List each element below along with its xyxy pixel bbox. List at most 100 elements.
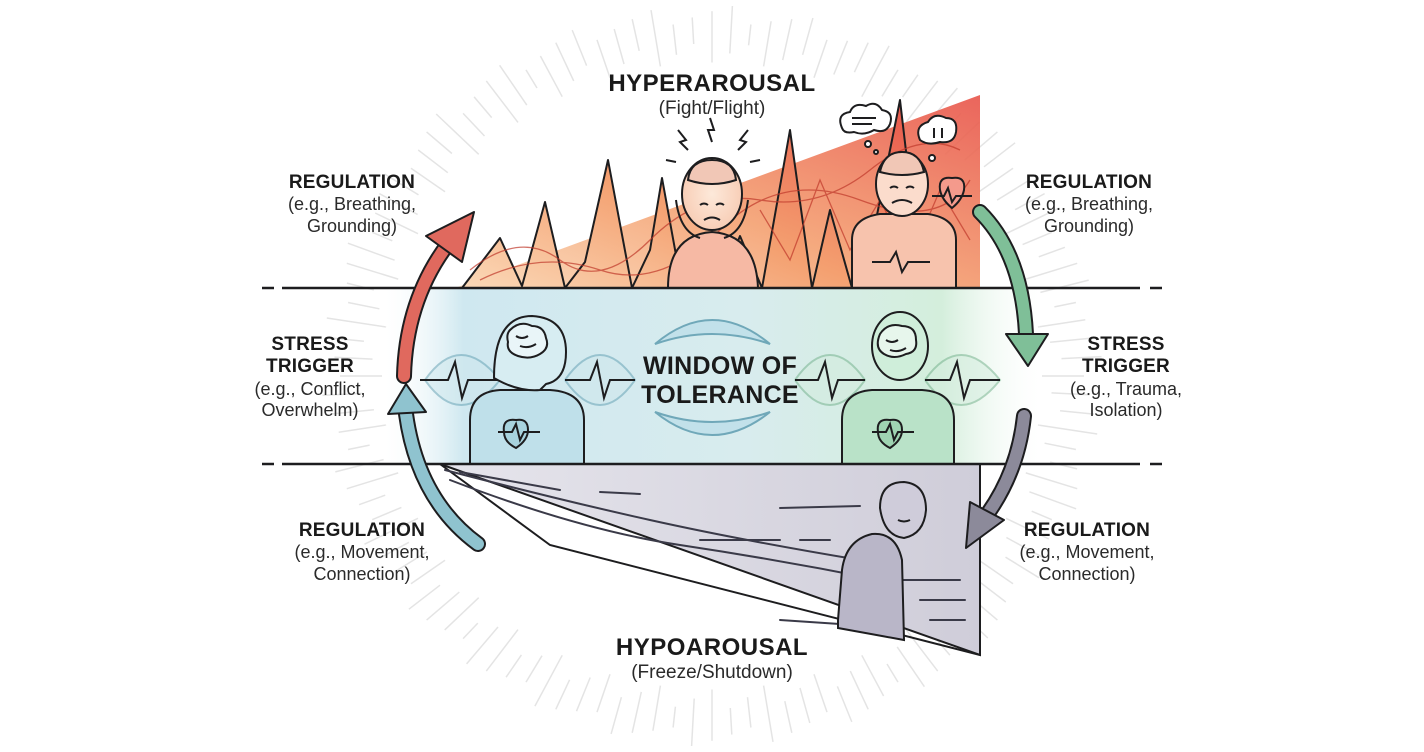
background-ray [672,24,678,55]
background-ray [1031,510,1053,521]
background-ray [334,356,373,360]
right-regulation-top-title: REGULATION [1025,172,1153,193]
left-regulation-top-label: REGULATION (e.g., Breathing, Grounding) [252,172,452,237]
right-regulation-bottom-line1: (e.g., Movement, [1019,542,1155,563]
right-regulation-bottom-title: REGULATION [1023,520,1151,541]
background-ray [762,685,774,743]
right-regulation-bottom-line2: Connection) [1038,563,1136,584]
background-ray [408,584,441,610]
left-regulation-bottom-label: REGULATION (e.g., Movement, Connection) [262,520,462,585]
background-ray [371,231,393,242]
background-ray [729,5,734,54]
right-regulation-top-line1: (e.g., Breathing, [1024,194,1154,215]
background-ray [1005,517,1050,540]
background-ray [1005,207,1060,235]
background-ray [996,179,1030,201]
background-ray [672,706,677,728]
background-ray [379,541,410,560]
left-regulation-bottom-line2: Connection) [313,563,411,584]
background-ray [498,64,528,106]
background-ray [410,559,446,585]
background-ray [534,654,563,707]
background-ray [747,24,752,46]
left-regulation-bottom-line1: (e.g., Movement, [294,542,430,563]
left-stress-trigger-title1: STRESS [271,334,349,355]
background-ray [330,409,374,415]
background-ray [571,29,588,66]
background-ray [1025,262,1078,280]
background-ray [746,697,752,728]
background-ray [610,696,623,735]
background-ray [485,80,519,123]
left-regulation-top-line2: Grounding) [306,215,398,236]
background-ray [1006,536,1045,560]
background-ray [690,698,695,747]
left-stress-trigger-line2: Overwhelm) [261,400,359,421]
background-ray [347,301,380,310]
background-ray [1061,355,1102,360]
right-stress-trigger-title2: TRIGGER [1082,356,1170,378]
right-stress-trigger-label: STRESS TRIGGER (e.g., Trauma, Isolation) [1026,334,1226,421]
hyperarousal-label: HYPERAROUSAL (Fight/Flight) [562,70,862,121]
background-ray [1014,192,1045,211]
background-ray [813,673,828,713]
background-ray [631,691,643,733]
anxious-person-figure [851,150,957,289]
right-regulation-top-label: REGULATION (e.g., Breathing, Grounding) [989,172,1189,237]
background-ray [784,701,793,733]
hypoarousal-subtitle: (Freeze/Shutdown) [631,662,793,684]
background-ray [555,42,575,82]
left-regulation-top-line1: (e.g., Breathing, [287,194,417,215]
background-ray [394,551,428,573]
background-ray [374,212,419,235]
background-ray [691,17,695,45]
background-ray [905,80,939,123]
background-ray [861,654,885,697]
background-ray [426,131,453,155]
background-ray [575,677,591,712]
background-ray [338,424,387,433]
background-ray [833,40,849,75]
arrow-left-regulation-down-up [387,383,486,552]
background-ray [555,679,571,710]
stressed-person-figure [666,157,760,289]
background-ray [485,629,519,672]
background-ray [346,472,399,490]
hypoarousal-title: HYPOAROUSAL [615,634,809,661]
background-ray [335,458,384,473]
background-ray [978,559,1014,585]
background-ray [613,28,625,65]
background-ray [466,626,499,665]
background-ray [1060,410,1094,415]
background-ray [525,69,538,89]
background-ray [1022,231,1053,246]
background-ray [861,45,890,98]
background-ray [384,173,419,196]
background-ray [596,673,611,713]
background-ray [1054,301,1077,308]
background-ray [462,112,486,137]
window-title-line1: WINDOW OF [642,352,798,380]
left-regulation-bottom-title: REGULATION [298,520,426,541]
background-ray [358,494,386,506]
hyperarousal-zone [455,95,980,291]
hypoarousal-label: HYPOAROUSAL (Freeze/Shutdown) [562,634,862,685]
left-regulation-top-title: REGULATION [288,172,416,193]
background-ray [975,578,1007,603]
background-ray [444,597,480,631]
right-regulation-bottom-label: REGULATION (e.g., Movement, Connection) [987,520,1187,585]
background-ray [836,686,853,723]
heart-icon [932,176,972,210]
background-ray [1040,279,1089,294]
hyperarousal-subtitle: (Fight/Flight) [658,98,766,120]
arrow-left-regulation-up [396,211,475,384]
right-regulation-top-line2: Grounding) [1043,215,1135,236]
calm-person-figure-right [841,311,955,465]
background-ray [379,192,418,216]
window-title-line2: TOLERANCE [641,381,799,410]
background-ray [901,74,919,98]
background-ray [896,646,926,688]
background-ray [505,654,523,678]
background-ray [1025,472,1078,490]
background-ray [462,622,479,640]
